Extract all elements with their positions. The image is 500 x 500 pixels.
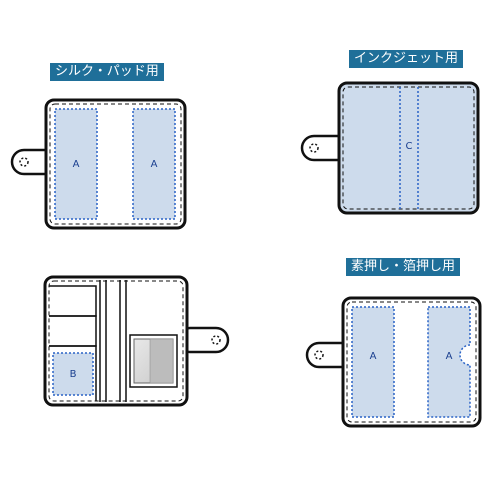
label-inkjet: インクジェット用 bbox=[349, 50, 464, 68]
area-label-a-right: A bbox=[446, 351, 453, 362]
stitch-line bbox=[342, 86, 475, 210]
stitch-line bbox=[48, 280, 184, 402]
case-inkjet: C bbox=[300, 81, 480, 215]
print-area-a-left bbox=[54, 108, 98, 220]
case-silk-pad: A A bbox=[10, 98, 187, 230]
area-label-a-left: A bbox=[73, 159, 80, 170]
stitch-line bbox=[346, 301, 477, 423]
case-foil-stamp: A A bbox=[305, 296, 482, 428]
area-label-c: C bbox=[406, 141, 413, 152]
case-inside: B bbox=[43, 275, 230, 407]
area-label-a-left: A bbox=[370, 351, 377, 362]
card-slot-3 bbox=[49, 345, 97, 401]
area-label-a-right: A bbox=[151, 159, 158, 170]
print-area-a-right bbox=[132, 108, 176, 220]
stitch-line bbox=[49, 103, 182, 225]
print-area-a-left bbox=[351, 306, 395, 418]
label-silk-pad: シルク・パッド用 bbox=[50, 63, 164, 81]
print-area-b bbox=[52, 352, 94, 396]
strap-button bbox=[314, 350, 324, 360]
label-foil-stamp: 素押し・箔押し用 bbox=[346, 258, 461, 276]
strap-button bbox=[211, 335, 221, 345]
print-area-a-right bbox=[427, 306, 471, 418]
case-body bbox=[337, 81, 480, 215]
strap-button bbox=[309, 143, 319, 153]
phone-holder-panel bbox=[149, 338, 174, 384]
area-label-b: B bbox=[70, 369, 77, 380]
strap-button bbox=[19, 157, 29, 167]
